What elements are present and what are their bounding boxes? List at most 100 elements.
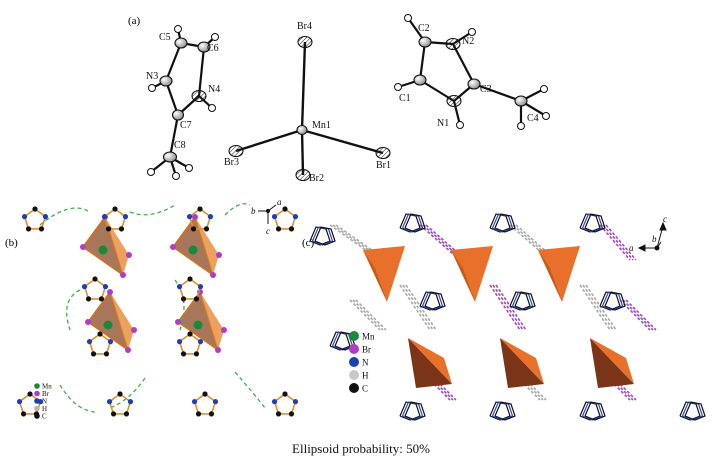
cation-wire <box>581 401 604 421</box>
cation-wire <box>309 226 331 246</box>
ring-atom <box>122 214 129 220</box>
contact-line <box>579 284 611 331</box>
contact-line <box>512 224 554 261</box>
cation-wire <box>404 213 426 233</box>
atom-n2 <box>445 37 461 51</box>
legend-b-label-br: Br <box>42 390 50 398</box>
panel-c-axes <box>637 221 667 252</box>
cation-wire <box>424 291 446 311</box>
tetrahedron-c <box>590 338 634 388</box>
hydrogen-bond <box>129 204 176 216</box>
label-n2: N2 <box>462 36 474 47</box>
contact-line <box>352 299 384 331</box>
ring-atom <box>292 399 299 405</box>
hydrogen-bond <box>224 203 251 216</box>
atom-c3 <box>467 78 481 90</box>
ring-atom <box>86 339 93 345</box>
ring-atom <box>282 391 288 397</box>
axis-c-label: c <box>266 226 270 236</box>
label-c8: C8 <box>174 140 186 151</box>
ring-atom <box>207 214 214 220</box>
mn-atom <box>103 320 113 330</box>
legend-c-label-br: Br <box>362 345 371 355</box>
hydrogen-atoms <box>147 14 550 180</box>
atom-c8 <box>162 151 178 163</box>
atom-n4 <box>191 89 207 103</box>
contact-line <box>405 284 437 331</box>
tetrahedron-c-face <box>363 250 387 302</box>
atom-n3 <box>159 75 173 87</box>
br-atom <box>120 272 126 278</box>
cation-wire <box>511 291 534 311</box>
br-atom <box>131 327 137 333</box>
legend-b-swatch-c <box>34 413 40 419</box>
ring-atom <box>203 226 210 232</box>
ring-atom <box>191 399 198 405</box>
panel-b-label: (b) <box>5 237 18 249</box>
contact-line <box>492 284 524 331</box>
br-atom <box>216 252 222 258</box>
ring-atom <box>90 351 97 357</box>
label-c2: C2 <box>418 23 430 34</box>
ring-atom <box>275 226 282 232</box>
contact-line <box>425 224 467 261</box>
cation-wire <box>584 401 606 421</box>
cation-wire <box>421 291 444 311</box>
ring-atom <box>118 226 125 232</box>
cation-wire <box>331 331 354 351</box>
br-atom <box>107 289 113 295</box>
br-atom <box>210 272 216 278</box>
ring-atom <box>176 284 183 290</box>
panel-a-label: (a) <box>128 15 141 27</box>
imidazolium-cations <box>16 206 299 417</box>
tetrahedron-face <box>195 217 219 275</box>
ring-atom <box>186 214 193 220</box>
ring-atom <box>292 214 299 220</box>
ring-atom <box>190 226 197 232</box>
ring-atom <box>202 391 208 397</box>
hydrogen-bond <box>39 207 91 226</box>
label-n4: N4 <box>208 84 220 95</box>
br-atom <box>192 214 198 220</box>
contact-line <box>489 284 521 331</box>
label-br4: Br4 <box>297 21 312 32</box>
ring-atom <box>21 214 28 220</box>
contact-line <box>622 299 654 331</box>
legend-c-label-mn: Mn <box>362 332 375 342</box>
cation-wire <box>489 213 511 233</box>
ring-atom <box>127 399 134 405</box>
ring-atom <box>110 411 117 417</box>
ring-atom <box>195 411 202 417</box>
panel-c-label: (c) <box>302 237 315 249</box>
ring <box>273 393 297 415</box>
axis-a-label: a <box>277 197 282 207</box>
ring-atom <box>98 296 105 302</box>
cation-wire <box>399 401 421 421</box>
legend-c-label-n: N <box>362 358 369 368</box>
ring-atom <box>103 351 110 357</box>
ring-atom <box>85 296 92 302</box>
ring-atom <box>271 399 278 405</box>
cation-wire <box>509 291 531 311</box>
axis-a-label-c: a <box>629 243 634 253</box>
cation-wire <box>684 401 706 421</box>
contact-line <box>422 224 464 261</box>
label-c6: C6 <box>207 43 219 54</box>
br-atom <box>126 252 132 258</box>
ring-atom <box>32 206 38 212</box>
tetrahedron-face <box>105 217 129 275</box>
label-c1: C1 <box>399 93 411 104</box>
br-atom <box>85 319 91 325</box>
contact-line <box>599 224 631 261</box>
ring-atom <box>117 391 123 397</box>
legend-c-swatch-n <box>349 357 359 367</box>
cation-wire <box>579 213 601 233</box>
contact-line <box>585 284 617 331</box>
cation-wire <box>681 401 704 421</box>
legend-b-swatch-n <box>34 398 40 404</box>
legend-c-label-h: H <box>362 371 369 381</box>
